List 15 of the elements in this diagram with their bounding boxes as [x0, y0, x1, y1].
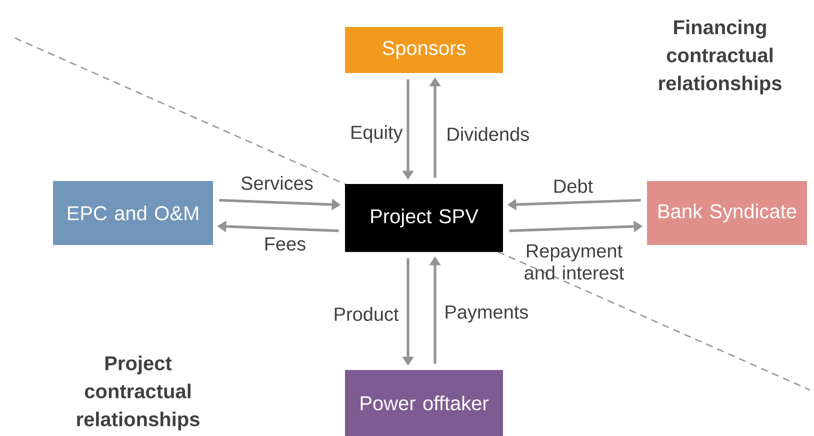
process-box: Power offtaker [345, 370, 503, 436]
edge-label: Equity [352, 125, 403, 143]
process-box: Project SPV [345, 184, 503, 252]
edge-label: Product [334, 307, 399, 321]
edge-label: Repayment and interest [524, 244, 624, 280]
edge-label: Dividends [448, 127, 529, 141]
edge-label: Payments [446, 306, 528, 322]
region-label: Project contractual relationships [77, 356, 200, 430]
region-label: Financing contractual relationships [659, 20, 782, 94]
process-box: Bank Syndicate [647, 181, 807, 245]
process-box: EPC and O&M [53, 181, 213, 245]
edge-label: Debt [554, 179, 593, 193]
process-box: Sponsors [345, 27, 503, 73]
edge-label: Fees [265, 237, 306, 251]
edge-label: Services [241, 176, 313, 190]
